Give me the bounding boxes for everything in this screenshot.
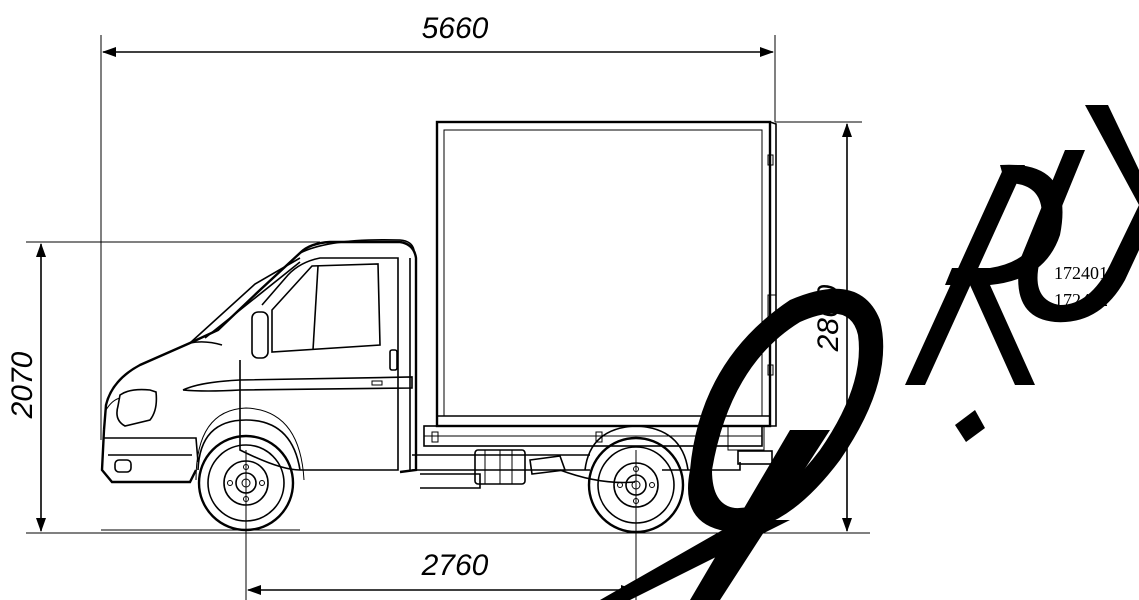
rear-wheel bbox=[584, 425, 689, 534]
cab bbox=[100, 238, 418, 484]
watermark-logo bbox=[600, 105, 1139, 600]
dimension-wheelbase: 2760 bbox=[245, 450, 637, 600]
dimension-wheelbase-label: 2760 bbox=[421, 549, 489, 582]
chassis-frame bbox=[412, 425, 773, 489]
dimension-length-label: 5660 bbox=[422, 12, 489, 45]
model-number-1: 172401 bbox=[1054, 263, 1108, 283]
dimension-cab-height: 2070 bbox=[6, 241, 870, 534]
truck-drawing bbox=[100, 120, 777, 534]
dimension-cab-height-label: 2070 bbox=[6, 351, 39, 419]
dimension-length: 5660 bbox=[100, 12, 776, 440]
